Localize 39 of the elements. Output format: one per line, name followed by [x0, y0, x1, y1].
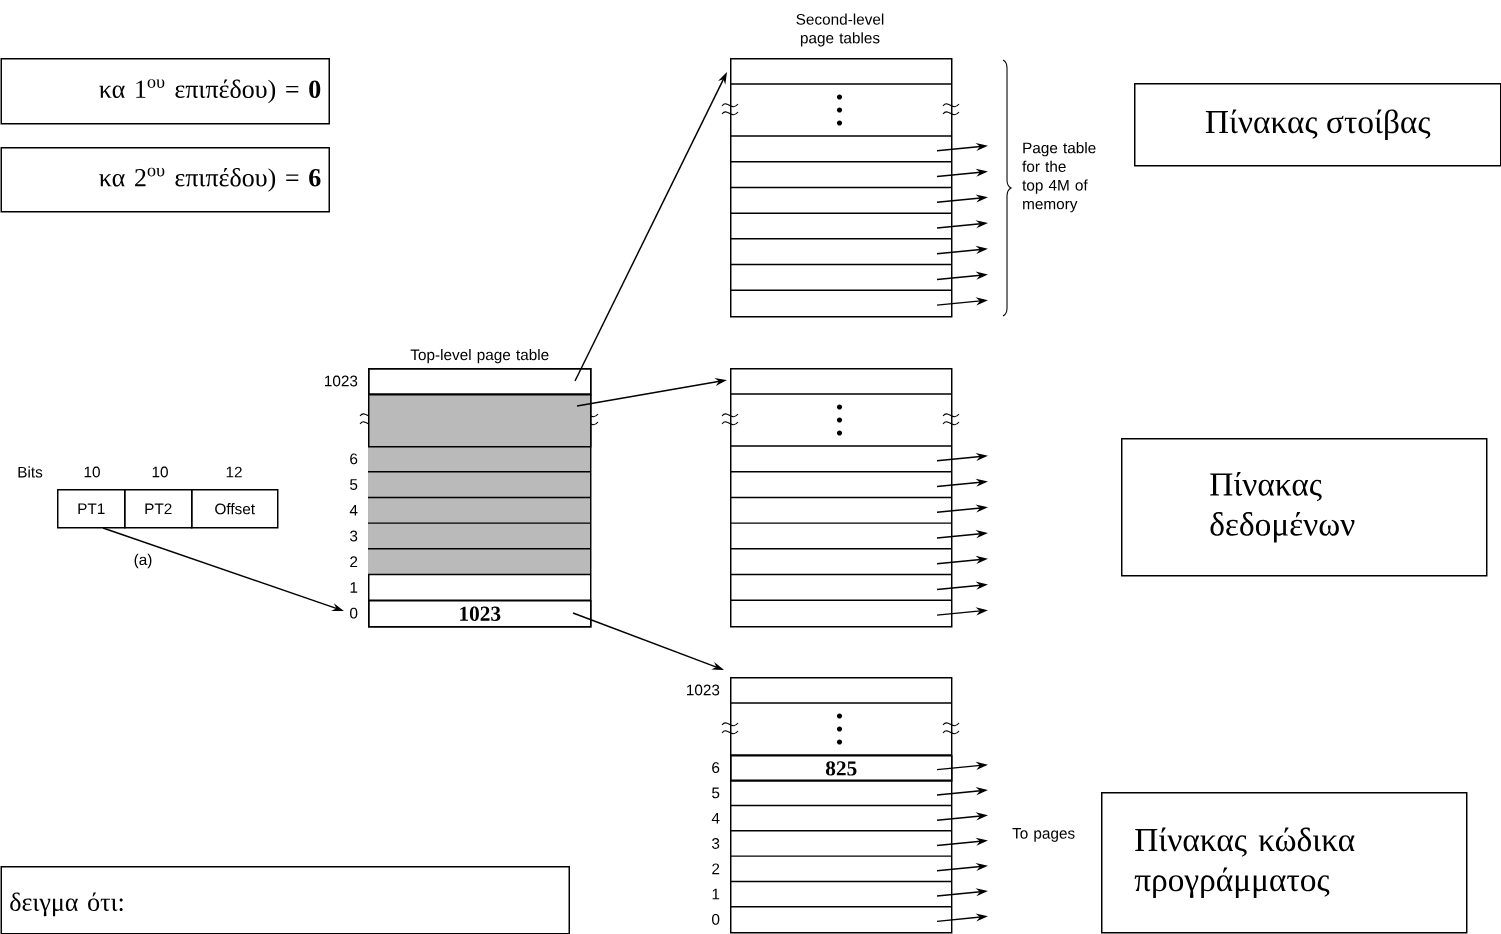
table-row — [368, 368, 592, 396]
row-number: 1023 — [325, 375, 358, 387]
row-number: 1 — [712, 888, 720, 900]
note-box: κα 2$^{ου}$ επιπέδου) = 6 — [0, 147, 330, 213]
note-box: δειγμα ότι: — [0, 866, 570, 934]
row-number: 2 — [350, 556, 358, 568]
row-number: 0 — [712, 913, 720, 925]
field-label: Bits — [18, 466, 43, 478]
row-number: 1 — [350, 582, 358, 593]
side-note: To pages — [1012, 828, 1075, 842]
row-number: 6 — [350, 453, 358, 465]
address-field: PT1 — [57, 489, 126, 529]
row-number: 3 — [712, 838, 720, 849]
bit-width: 12 — [226, 466, 242, 478]
row-number: 1023 — [687, 684, 720, 696]
note-box: κα 1$^{ου}$ επιπέδου) = 0 — [0, 58, 330, 125]
row-number: 5 — [712, 787, 720, 799]
page-table — [730, 58, 953, 318]
table-row: 825 — [730, 755, 953, 782]
figure-label: (a) — [134, 553, 152, 569]
row-number: 2 — [712, 863, 720, 875]
row-number: 3 — [350, 530, 358, 542]
side-note: Page table for the top 4M of memory — [1022, 142, 1096, 213]
caption-box: Πίνακας στοίβας — [1134, 83, 1501, 167]
caption-box: Πίνακας δεδομένων — [1121, 438, 1488, 577]
node-label: Top-level page table — [410, 348, 549, 364]
bit-width: 10 — [84, 466, 100, 478]
caption-box: Πίνακας κώδικα προγράμματος — [1101, 792, 1468, 934]
row-number: 5 — [350, 479, 358, 490]
address-field: PT2 — [124, 489, 193, 529]
row-number: 0 — [350, 607, 358, 619]
table-row — [368, 394, 592, 448]
page-table — [730, 368, 953, 628]
bit-width: 10 — [152, 466, 168, 478]
table-row: 1023 — [368, 600, 592, 628]
page-table — [730, 677, 953, 934]
row-number: 4 — [349, 505, 358, 516]
address-field: Offset — [191, 489, 279, 529]
row-number: 4 — [711, 812, 720, 824]
